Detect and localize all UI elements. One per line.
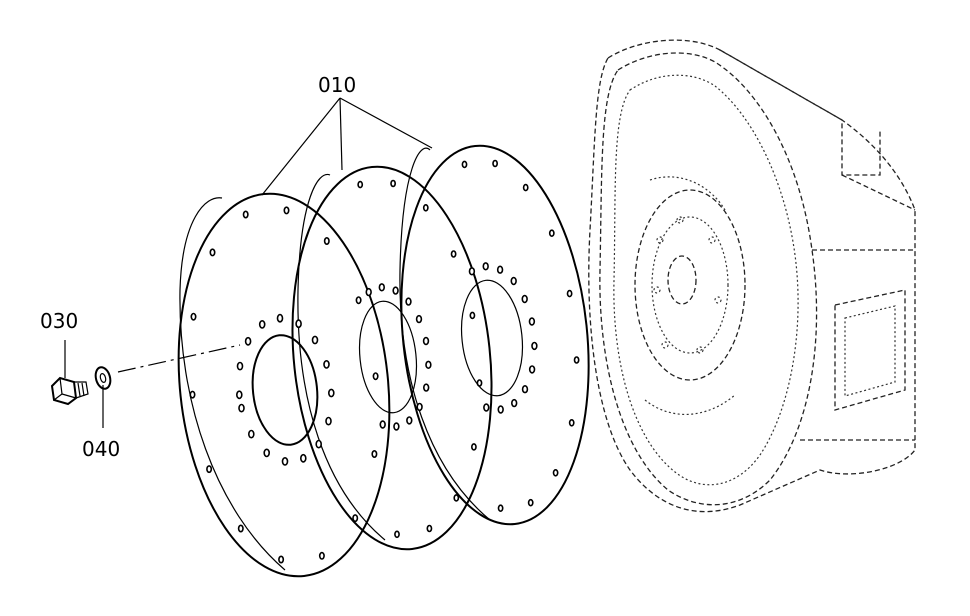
- bolt-hole: [468, 267, 476, 276]
- bolt-hole: [415, 314, 423, 324]
- bolt-hole: [492, 159, 498, 168]
- callout-washer: 040: [82, 437, 120, 461]
- bolt-hole: [263, 448, 271, 458]
- bolt-hole: [236, 361, 244, 371]
- bolt-hole: [238, 403, 245, 413]
- bolt-hole: [323, 359, 330, 369]
- bolt-hole: [425, 360, 432, 369]
- bolt-hole: [393, 422, 400, 431]
- bolt-hole: [482, 262, 489, 271]
- callout-bolt: 030: [40, 309, 78, 333]
- bolt-hole: [405, 297, 412, 306]
- bolt-hole: [295, 319, 302, 329]
- leader-lines: [64, 97, 433, 428]
- bolt-hole: [390, 179, 396, 188]
- bolt-hole: [470, 443, 477, 451]
- bolt-hole: [522, 183, 529, 192]
- washer: [94, 366, 112, 390]
- bolt-hole: [237, 524, 244, 533]
- bolt-hole: [552, 468, 559, 477]
- bolt-hole: [190, 312, 197, 321]
- bolt-hole: [378, 283, 385, 292]
- bolt-hole: [242, 210, 249, 219]
- flywheel-housing: [588, 39, 916, 513]
- bolt-hole: [311, 335, 319, 345]
- bolt-hole: [469, 311, 476, 320]
- bolt-hole: [422, 336, 430, 346]
- bolt-hole: [327, 388, 335, 398]
- bolt-hole: [483, 403, 490, 412]
- bolt-hole: [278, 555, 285, 564]
- bolt-hole: [299, 453, 307, 463]
- bolt-hole: [423, 383, 430, 392]
- bolt-hole: [568, 418, 575, 427]
- bolt-hole: [392, 286, 399, 295]
- bolt-hole: [528, 365, 536, 374]
- bolt-hole: [189, 390, 196, 399]
- bolt-hole: [422, 204, 429, 212]
- bolt-hole: [566, 289, 573, 298]
- bolt-hole: [209, 248, 216, 257]
- bolt-hole: [510, 276, 517, 286]
- bolt-hole: [573, 356, 580, 364]
- bolt-hole: [450, 250, 457, 258]
- bolt-hole: [476, 379, 483, 387]
- bolt-hole: [511, 398, 518, 408]
- bolt-hole: [315, 439, 323, 449]
- bolt-hole: [258, 319, 266, 329]
- bolt-holes: [189, 159, 580, 564]
- bolt-hole: [372, 372, 379, 381]
- bolt-hole: [323, 237, 330, 246]
- bolt-hole: [528, 317, 536, 326]
- callout-flex-plates: 010: [318, 73, 356, 97]
- bolt-hole: [236, 390, 243, 400]
- bolt-hole: [406, 416, 413, 425]
- bolt-hole: [548, 229, 555, 237]
- bolt-hole: [496, 265, 504, 274]
- bolt-hole: [497, 504, 504, 513]
- bolt-hole: [325, 416, 332, 426]
- flex-plate-rear: [399, 144, 590, 526]
- bolt-hole: [244, 336, 252, 346]
- bolt-hole: [394, 530, 400, 539]
- bolt-hole: [453, 494, 460, 502]
- bolt-hole: [357, 180, 364, 189]
- flex-plate-front: [177, 192, 391, 578]
- bolt: [50, 376, 89, 406]
- bolt-hole: [379, 420, 386, 429]
- bolt-hole: [206, 465, 213, 474]
- bolt-hole: [371, 449, 378, 458]
- bolt-hole: [276, 313, 284, 323]
- bolt-hole: [365, 287, 372, 297]
- bolt-hole: [318, 551, 325, 560]
- bolt-hole: [352, 514, 359, 523]
- bolt-hole: [527, 498, 534, 507]
- bolt-hole: [531, 341, 538, 351]
- bolt-hole: [281, 456, 289, 466]
- bolt-hole: [521, 385, 529, 394]
- bolt-hole: [461, 160, 468, 169]
- bolt-hole: [416, 402, 423, 412]
- bolt-hole: [426, 524, 433, 533]
- bolt-hole: [283, 206, 290, 215]
- flex-plate-middle: [291, 165, 493, 551]
- bolt-hole: [248, 429, 255, 439]
- bolt-hole: [497, 405, 504, 414]
- bolt-hole: [355, 296, 362, 305]
- bolt-hole: [521, 294, 528, 304]
